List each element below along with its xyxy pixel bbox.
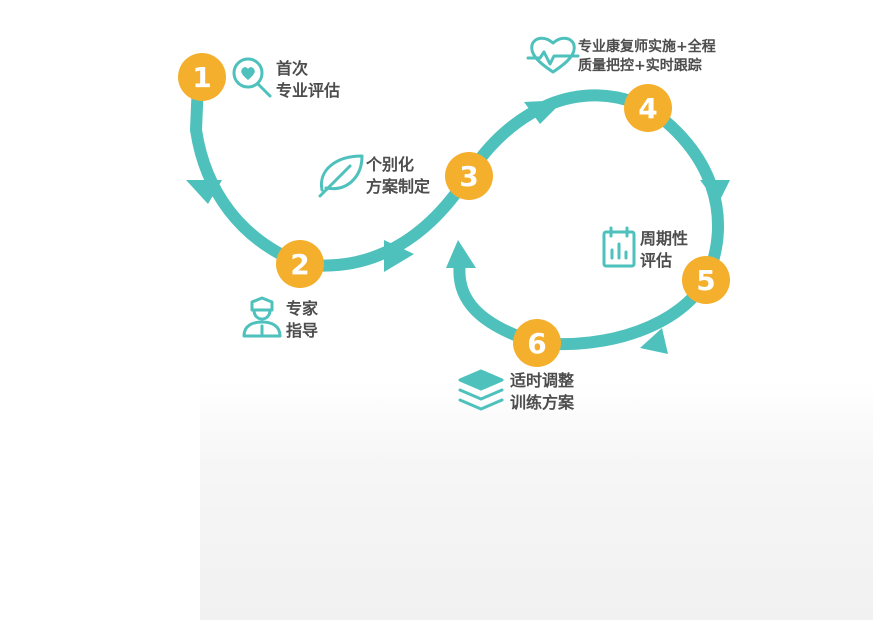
children-photo bbox=[200, 380, 873, 620]
heart-pulse-icon bbox=[526, 36, 580, 74]
magnifier-heart-icon bbox=[232, 57, 272, 98]
step-1-line-2: 专业评估 bbox=[276, 81, 341, 100]
step-6-line-2: 训练方案 bbox=[510, 393, 575, 412]
step-4-badge bbox=[624, 84, 672, 132]
step-5-badge bbox=[682, 256, 730, 304]
step-3-number: 3 bbox=[459, 160, 478, 193]
leaf-icon bbox=[318, 154, 364, 198]
arrow-5-left bbox=[640, 328, 668, 354]
step-5-number: 5 bbox=[696, 264, 715, 297]
step-6-number: 6 bbox=[527, 327, 546, 360]
step-2-badge bbox=[276, 240, 324, 288]
step-6-line-1: 适时调整 bbox=[510, 371, 575, 390]
step-2-line-2: 指导 bbox=[286, 321, 319, 340]
step-5-label: 周期性 评估 bbox=[640, 228, 688, 272]
step-1-number: 1 bbox=[192, 61, 211, 94]
step-4-label: 专业康复师实施+全程 质量把控+实时跟踪 bbox=[578, 38, 716, 76]
step-4-line-1: 专业康复师实施+全程 bbox=[578, 39, 716, 55]
step-1-badge bbox=[178, 53, 226, 101]
loop-segment-3-4 bbox=[462, 89, 654, 182]
arrow-2-right bbox=[384, 240, 414, 272]
loop-segment-5-6 bbox=[531, 274, 712, 351]
step-2-label: 专家 指导 bbox=[286, 298, 318, 342]
step-6-badge bbox=[513, 319, 561, 367]
step-4-line-2: 质量把控+实时跟踪 bbox=[578, 58, 702, 74]
calendar-chart-icon bbox=[602, 226, 636, 268]
step-3-line-2: 方案制定 bbox=[366, 177, 431, 196]
step-5-line-2: 评估 bbox=[640, 251, 673, 270]
step-5-line-1: 周期性 bbox=[640, 229, 689, 248]
arrow-6-up bbox=[446, 240, 476, 268]
step-2-number: 2 bbox=[290, 248, 309, 281]
step-3-label: 个别化 方案制定 bbox=[366, 154, 430, 198]
arrow-1-down bbox=[186, 180, 222, 204]
step-1-line-1: 首次 bbox=[276, 59, 309, 78]
step-3-line-1: 个别化 bbox=[366, 155, 415, 174]
step-3-badge bbox=[445, 152, 493, 200]
arrow-4-down bbox=[700, 180, 730, 204]
doctor-icon bbox=[242, 296, 282, 338]
step-2-line-1: 专家 bbox=[286, 299, 319, 318]
step-4-number: 4 bbox=[638, 92, 657, 125]
layers-icon bbox=[458, 369, 504, 411]
arrow-3-right bbox=[524, 100, 564, 124]
step-6-label: 适时调整 训练方案 bbox=[510, 370, 574, 414]
step-1-label: 首次 专业评估 bbox=[276, 58, 340, 102]
loop-segment-1-2 bbox=[189, 76, 308, 270]
